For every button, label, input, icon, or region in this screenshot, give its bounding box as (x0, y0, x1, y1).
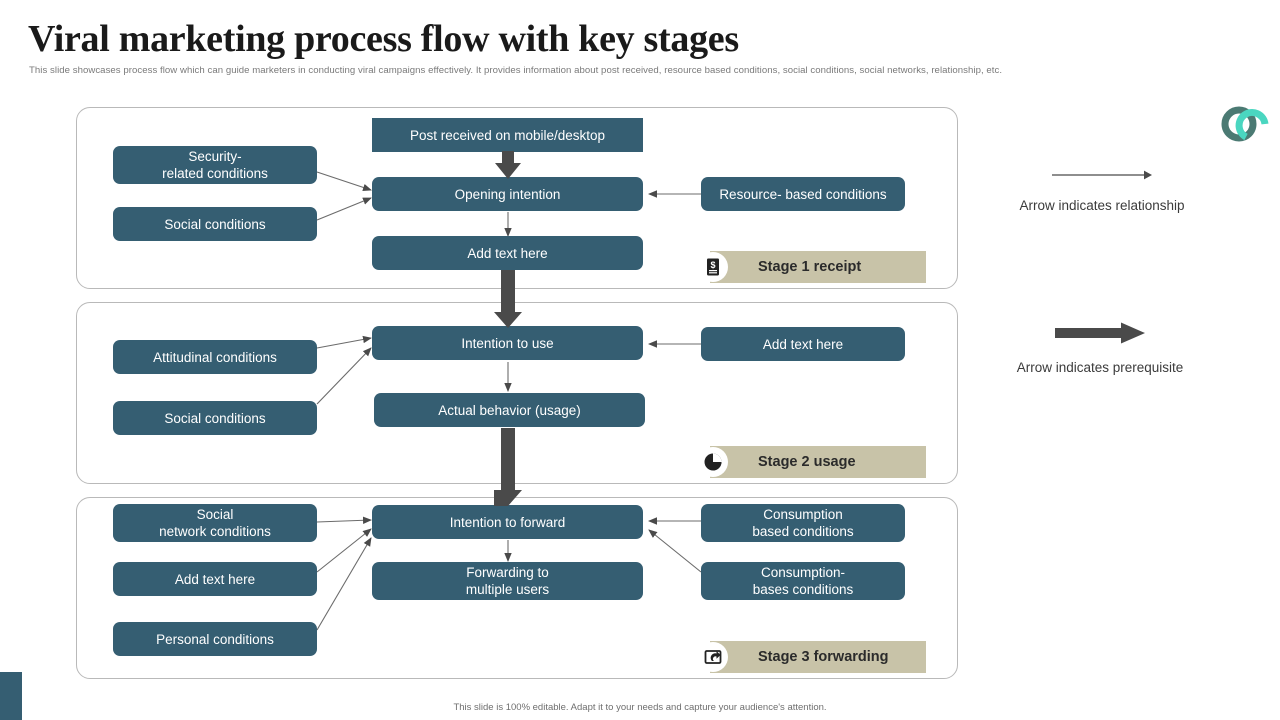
box-actual-behavior[interactable]: Actual behavior (usage) (374, 393, 645, 427)
legend-relationship: Arrow indicates relationship (1004, 168, 1200, 213)
thick-arrow-icon (1055, 322, 1145, 344)
page-subtitle: This slide showcases process flow which … (29, 65, 1003, 76)
stage-badge-label: Stage 3 forwarding (758, 649, 889, 665)
thin-arrow-icon (1052, 170, 1152, 180)
box-resource-based-conditions[interactable]: Resource- based conditions (701, 177, 905, 211)
box-label: Attitudinal conditions (153, 349, 277, 365)
box-label: Consumption-bases conditions (752, 565, 854, 597)
box-label: Social conditions (164, 410, 266, 426)
stage-1-badge[interactable]: $ Stage 1 receipt (698, 251, 926, 283)
stage-badge-label: Stage 1 receipt (758, 259, 862, 275)
box-consumption-bases-conditions[interactable]: Consumption-bases conditions (701, 562, 905, 600)
box-label: Intention to forward (449, 514, 566, 530)
stage-badge-label: Stage 2 usage (758, 454, 856, 470)
box-label: Intention to use (461, 335, 554, 351)
box-label: Actual behavior (usage) (438, 402, 581, 418)
box-label: Add text here (174, 571, 256, 587)
pie-chart-icon (698, 447, 728, 477)
box-add-text-here-stage3[interactable]: Add text here (113, 562, 317, 596)
brand-logo-icon (1216, 103, 1272, 145)
receipt-dollar-icon: $ (698, 252, 728, 282)
box-opening-intention[interactable]: Opening intention (372, 177, 643, 211)
legend-prerequisite: Arrow indicates prerequisite (1002, 322, 1198, 375)
box-label: Personal conditions (156, 631, 274, 647)
box-label: Resource- based conditions (719, 186, 887, 202)
box-label: Opening intention (454, 186, 561, 202)
box-label: Add text here (467, 245, 548, 261)
box-security-related-conditions[interactable]: Security-related conditions (113, 146, 317, 184)
box-intention-to-forward[interactable]: Intention to forward (372, 505, 643, 539)
box-intention-to-use[interactable]: Intention to use (372, 326, 643, 360)
stage-2-badge[interactable]: Stage 2 usage (698, 446, 926, 478)
page-title: Viral marketing process flow with key st… (28, 18, 739, 60)
box-label: Post received on mobile/desktop (409, 127, 606, 143)
box-add-text-here-stage1[interactable]: Add text here (372, 236, 643, 270)
svg-text:$: $ (710, 260, 715, 270)
corner-accent-block (0, 672, 22, 720)
legend-caption: Arrow indicates prerequisite (1016, 360, 1184, 375)
box-label: Social conditions (164, 216, 266, 232)
box-label: Add text here (762, 336, 844, 352)
legend-caption: Arrow indicates relationship (1019, 198, 1185, 213)
footer-note: This slide is 100% editable. Adapt it to… (453, 702, 827, 713)
box-attitudinal-conditions[interactable]: Attitudinal conditions (113, 340, 317, 374)
stage-3-badge[interactable]: Stage 3 forwarding (698, 641, 926, 673)
box-social-conditions-stage2[interactable]: Social conditions (113, 401, 317, 435)
box-add-text-here-stage2[interactable]: Add text here (701, 327, 905, 361)
box-social-conditions-stage1[interactable]: Social conditions (113, 207, 317, 241)
box-label: Security-related conditions (162, 149, 268, 181)
box-personal-conditions[interactable]: Personal conditions (113, 622, 317, 656)
share-forward-icon (698, 642, 728, 672)
box-post-received[interactable]: Post received on mobile/desktop (372, 118, 643, 152)
